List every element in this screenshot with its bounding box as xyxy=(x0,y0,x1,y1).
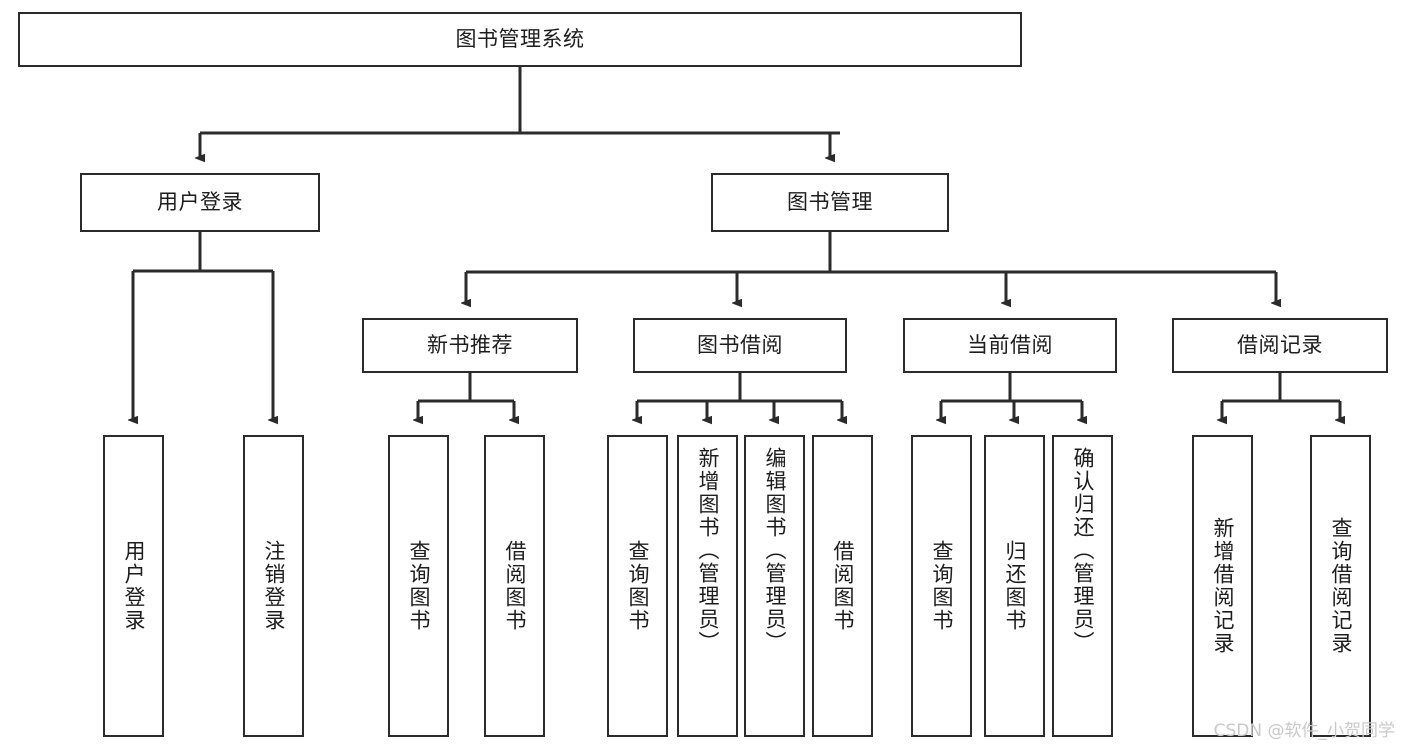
node-leaf-nb-query-book[interactable]: 查询图书 xyxy=(388,435,449,737)
node-leaf-nb-query-book-label: 查询图书 xyxy=(407,540,431,632)
node-leaf-nb-borrow-book-label: 借阅图书 xyxy=(503,540,527,632)
node-leaf-cb-confirm-return-label: 确认归还（管理员） xyxy=(1071,447,1095,654)
node-new-book-recommend[interactable]: 新书推荐 xyxy=(362,318,578,373)
node-leaf-br-add-record[interactable]: 新增借阅记录 xyxy=(1192,435,1253,737)
node-root-label: 图书管理系统 xyxy=(455,27,585,52)
node-book-manage[interactable]: 图书管理 xyxy=(711,173,949,232)
node-user-login[interactable]: 用户登录 xyxy=(80,173,320,232)
node-leaf-cb-confirm-return[interactable]: 确认归还（管理员） xyxy=(1052,435,1113,737)
node-leaf-cb-return-book-label: 归还图书 xyxy=(1003,540,1027,632)
node-new-book-recommend-label: 新书推荐 xyxy=(427,333,513,358)
node-leaf-user-login-do[interactable]: 用户登录 xyxy=(103,435,164,737)
node-borrow-record[interactable]: 借阅记录 xyxy=(1172,318,1388,373)
node-leaf-nb-borrow-book[interactable]: 借阅图书 xyxy=(484,435,545,737)
node-leaf-bb-query-book[interactable]: 查询图书 xyxy=(607,435,668,737)
node-leaf-bb-add-book-label: 新增图书（管理员） xyxy=(696,447,720,654)
node-borrow-record-label: 借阅记录 xyxy=(1237,333,1323,358)
node-book-manage-label: 图书管理 xyxy=(787,190,873,215)
node-leaf-br-query-record[interactable]: 查询借阅记录 xyxy=(1310,435,1371,737)
node-leaf-cb-query-book[interactable]: 查询图书 xyxy=(911,435,972,737)
node-leaf-cb-return-book[interactable]: 归还图书 xyxy=(984,435,1045,737)
node-leaf-bb-borrow-book-label: 借阅图书 xyxy=(831,540,855,632)
node-root[interactable]: 图书管理系统 xyxy=(18,12,1022,67)
node-current-borrow[interactable]: 当前借阅 xyxy=(903,318,1117,373)
node-leaf-user-logout[interactable]: 注销登录 xyxy=(243,435,304,737)
node-leaf-bb-edit-book[interactable]: 编辑图书（管理员） xyxy=(744,435,805,737)
node-leaf-br-add-record-label: 新增借阅记录 xyxy=(1211,517,1235,655)
node-book-borrow[interactable]: 图书借阅 xyxy=(633,318,847,373)
node-leaf-bb-edit-book-label: 编辑图书（管理员） xyxy=(763,447,787,654)
node-leaf-bb-add-book[interactable]: 新增图书（管理员） xyxy=(677,435,738,737)
node-leaf-bb-borrow-book[interactable]: 借阅图书 xyxy=(812,435,873,737)
node-user-login-label: 用户登录 xyxy=(157,190,243,215)
csdn-watermark: CSDN @软件_小贺同学 xyxy=(1213,721,1395,741)
node-leaf-user-login-do-label: 用户登录 xyxy=(122,540,146,632)
node-leaf-br-query-record-label: 查询借阅记录 xyxy=(1329,517,1353,655)
node-leaf-bb-query-book-label: 查询图书 xyxy=(626,540,650,632)
node-leaf-cb-query-book-label: 查询图书 xyxy=(930,540,954,632)
node-book-borrow-label: 图书借阅 xyxy=(697,333,783,358)
node-leaf-user-logout-label: 注销登录 xyxy=(262,540,286,632)
node-current-borrow-label: 当前借阅 xyxy=(967,333,1053,358)
